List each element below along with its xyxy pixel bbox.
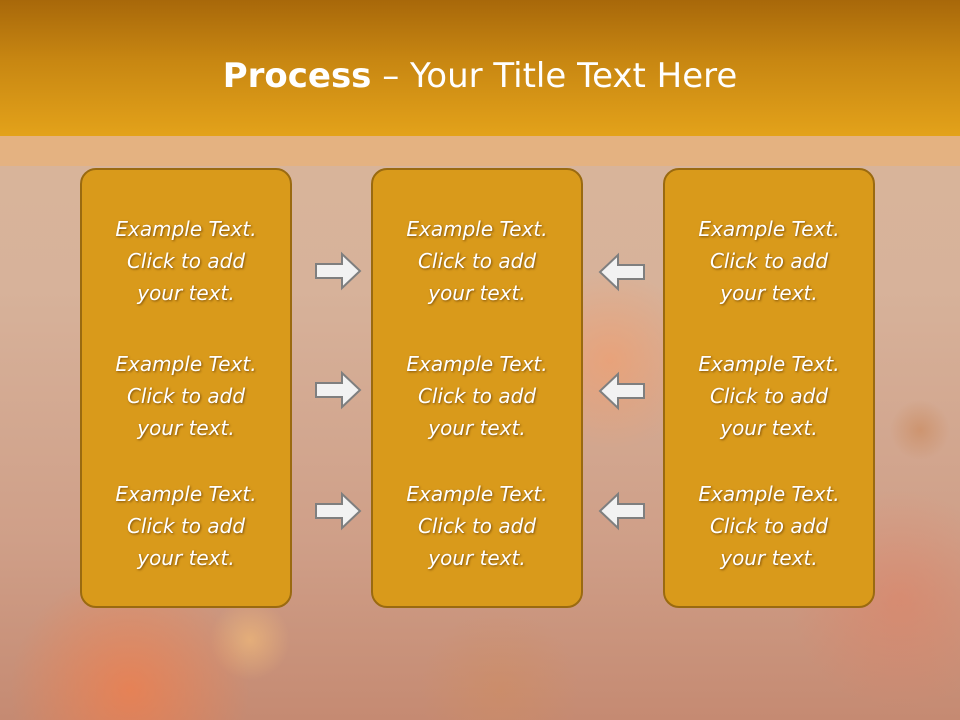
text-line: your text.	[428, 546, 526, 570]
panel-text-block[interactable]: Example Text. Click to add your text.	[373, 213, 581, 309]
panel-text-block[interactable]: Example Text. Click to add your text.	[82, 213, 290, 309]
panel-text-block[interactable]: Example Text. Click to add your text.	[665, 348, 873, 444]
text-line: Example Text.	[115, 482, 257, 506]
process-panel-right[interactable]: Example Text. Click to add your text. Ex…	[663, 168, 875, 608]
arrow-right-icon	[315, 491, 362, 531]
text-line: Example Text.	[698, 482, 840, 506]
text-line: Click to add	[417, 514, 537, 538]
text-line: Click to add	[417, 384, 537, 408]
text-line: your text.	[720, 281, 818, 305]
text-line: Click to add	[709, 384, 829, 408]
title-bold: Process	[222, 56, 372, 96]
text-line: Click to add	[126, 249, 246, 273]
text-line: Click to add	[126, 514, 246, 538]
text-line: your text.	[720, 416, 818, 440]
text-line: Example Text.	[115, 217, 257, 241]
text-line: Click to add	[417, 249, 537, 273]
arrow-right-icon	[315, 370, 362, 410]
panel-text-block[interactable]: Example Text. Click to add your text.	[665, 213, 873, 309]
text-line: Click to add	[709, 249, 829, 273]
panel-text-block[interactable]: Example Text. Click to add your text.	[82, 348, 290, 444]
text-line: your text.	[137, 546, 235, 570]
panel-text-block[interactable]: Example Text. Click to add your text.	[373, 348, 581, 444]
panel-text-block[interactable]: Example Text. Click to add your text.	[665, 478, 873, 574]
panel-text-block[interactable]: Example Text. Click to add your text.	[373, 478, 581, 574]
process-panel-center[interactable]: Example Text. Click to add your text. Ex…	[371, 168, 583, 608]
arrow-right-icon	[315, 251, 362, 291]
arrow-left-icon	[598, 491, 645, 531]
text-line: your text.	[720, 546, 818, 570]
text-line: Example Text.	[115, 352, 257, 376]
text-line: your text.	[428, 281, 526, 305]
title-bar	[0, 0, 960, 136]
process-panel-left[interactable]: Example Text. Click to add your text. Ex…	[80, 168, 292, 608]
text-line: Example Text.	[698, 217, 840, 241]
arrow-left-icon	[598, 371, 645, 411]
text-line: your text.	[137, 281, 235, 305]
title-strip	[0, 136, 960, 166]
slide-title[interactable]: Process – Your Title Text Here	[0, 54, 960, 98]
text-line: Example Text.	[406, 217, 548, 241]
panel-text-block[interactable]: Example Text. Click to add your text.	[82, 478, 290, 574]
text-line: Click to add	[126, 384, 246, 408]
text-line: Example Text.	[406, 352, 548, 376]
text-line: Click to add	[709, 514, 829, 538]
text-line: your text.	[137, 416, 235, 440]
text-line: Example Text.	[698, 352, 840, 376]
title-rest: – Your Title Text Here	[371, 56, 738, 96]
arrow-left-icon	[598, 252, 645, 292]
text-line: Example Text.	[406, 482, 548, 506]
text-line: your text.	[428, 416, 526, 440]
